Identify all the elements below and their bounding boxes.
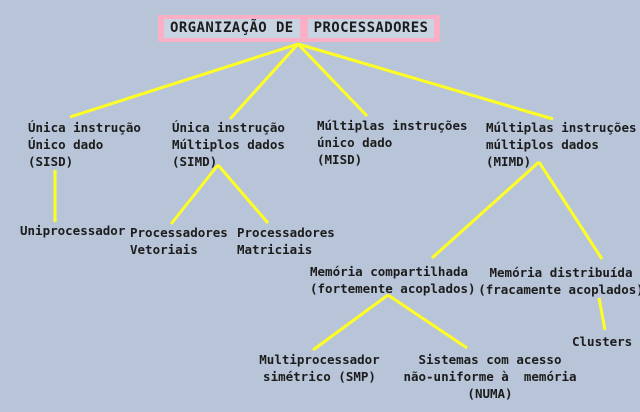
node-processadores-vetoriais: Processadores Vetoriais <box>130 225 228 257</box>
edge-simd-vetoriais <box>169 164 220 225</box>
edge-simd-matriciais <box>216 164 270 224</box>
node-smp: Multiprocessador simétrico (SMP) <box>259 352 380 384</box>
edge-root-sisd <box>69 42 299 119</box>
edge-mimd-compartilhada <box>430 160 541 260</box>
node-sisd: Única instrução Único dado (SISD) <box>28 120 141 169</box>
node-memoria-compartilhada: Memória compartilhada (fortemente acopla… <box>310 264 476 296</box>
node-misd: Múltiplas instruções único dado (MISD) <box>317 118 468 167</box>
title-part-left: ORGANIZAÇÃO DE <box>164 19 300 38</box>
node-simd: Única instrução Múltiplos dados (SIMD) <box>172 120 285 169</box>
node-numa: Sistemas com acesso não-uniforme à memór… <box>403 352 577 401</box>
node-memoria-distribuida: Memória distribuída (fracamente acoplado… <box>478 265 640 297</box>
edge-compartilhada-numa <box>387 293 468 350</box>
edge-mimd-distribuida <box>537 161 604 260</box>
node-uniprocessador: Uniprocessador <box>20 223 126 238</box>
node-clusters: Clusters <box>572 334 633 349</box>
edge-compartilhada-smp <box>312 293 389 352</box>
edge-root-mimd <box>297 42 554 121</box>
title-part-right: PROCESSADORES <box>307 19 435 38</box>
node-processadores-matriciais: Processadores Matriciais <box>237 225 335 257</box>
edge-distribuida-clusters <box>597 297 607 331</box>
edge-root-simd <box>228 42 300 121</box>
node-mimd: Múltiplas instruções múltiplos dados (MI… <box>486 120 637 169</box>
edge-root-misd <box>296 42 369 118</box>
title-box: ORGANIZAÇÃO DE PROCESSADORES <box>158 15 441 42</box>
